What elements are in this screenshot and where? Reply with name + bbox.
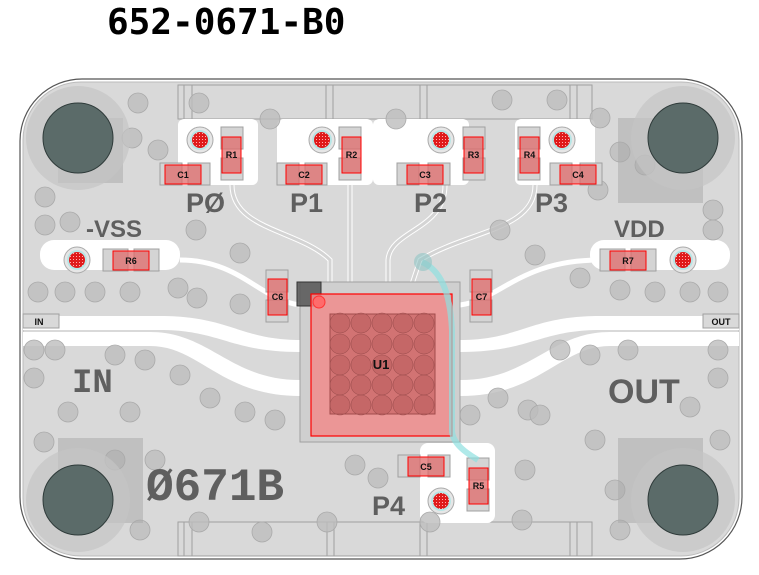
- silk-p1: P1: [290, 188, 323, 218]
- component-r3[interactable]: R3: [463, 136, 484, 174]
- silk-p4: P4: [372, 491, 405, 521]
- silk-p3: P3: [535, 188, 568, 218]
- test-point-p4: [427, 487, 455, 515]
- drawing-title: 652-0671-B0: [107, 2, 346, 43]
- component-c4[interactable]: C4: [559, 164, 597, 185]
- silk-in: IN: [72, 365, 113, 403]
- component-r4[interactable]: R4: [519, 136, 540, 174]
- silk-vdd: VDD: [614, 216, 665, 243]
- port-in-label: IN: [35, 317, 44, 327]
- test-point-p0: [186, 126, 214, 154]
- component-u1[interactable]: U1: [296, 281, 461, 443]
- label-c1: C1: [177, 170, 189, 180]
- component-r7[interactable]: R7: [609, 250, 647, 271]
- label-c2: C2: [298, 170, 310, 180]
- label-r2: R2: [346, 150, 358, 160]
- label-r4: R4: [524, 150, 536, 160]
- mounting-hole-bottom-left: [26, 438, 143, 552]
- component-r2[interactable]: R2: [341, 136, 362, 174]
- label-r6: R6: [125, 256, 137, 266]
- test-point-p3: [548, 126, 576, 154]
- jumper-wire: [420, 259, 480, 463]
- mounting-hole-bottom-right: [618, 438, 735, 552]
- component-c6[interactable]: C6: [267, 278, 288, 316]
- label-r3: R3: [468, 150, 480, 160]
- label-c6: C6: [272, 292, 284, 302]
- component-r6[interactable]: R6: [112, 250, 150, 271]
- test-point-vss: [63, 246, 91, 274]
- label-r1: R1: [226, 150, 238, 160]
- component-c7[interactable]: C7: [471, 278, 492, 316]
- test-point-p1: [308, 126, 336, 154]
- port-out[interactable]: OUT: [702, 313, 740, 329]
- mounting-hole-top-left: [26, 86, 130, 190]
- silk-p2: P2: [414, 188, 447, 218]
- silk-p0: PØ: [186, 188, 225, 218]
- component-c2[interactable]: C2: [285, 164, 323, 185]
- component-c3[interactable]: C3: [406, 164, 444, 185]
- test-point-vdd: [669, 246, 697, 274]
- component-r1[interactable]: R1: [221, 136, 242, 174]
- label-r7: R7: [622, 256, 634, 266]
- vias: [23, 89, 731, 543]
- label-u1: U1: [373, 357, 390, 372]
- label-c5: C5: [420, 462, 432, 472]
- label-c7: C7: [476, 292, 488, 302]
- silk-part-code: Ø671B: [146, 462, 284, 514]
- test-points: [63, 126, 697, 515]
- label-r5: R5: [473, 481, 485, 491]
- port-out-label: OUT: [712, 317, 732, 327]
- mounting-hole-top-right: [618, 86, 735, 203]
- silk-vss: -VSS: [86, 216, 142, 243]
- test-point-p2: [427, 126, 455, 154]
- jumper-pad: [414, 253, 432, 271]
- port-in[interactable]: IN: [22, 313, 60, 329]
- silk-out: OUT: [608, 373, 680, 411]
- component-c1[interactable]: C1: [164, 164, 202, 185]
- label-c4: C4: [572, 170, 584, 180]
- component-c5[interactable]: C5: [407, 456, 445, 477]
- label-c3: C3: [419, 170, 431, 180]
- component-r5[interactable]: R5: [468, 467, 489, 505]
